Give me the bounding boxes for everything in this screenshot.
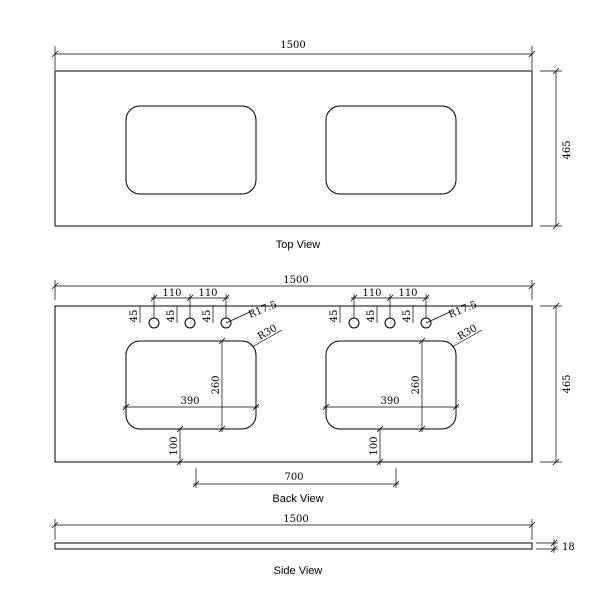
top-depth-tick-bottom xyxy=(552,222,560,230)
back-view: 1500 465 110 110 45 45 45 xyxy=(51,275,573,505)
side-width-label: 1500 xyxy=(283,514,308,525)
back-view-title: Back View xyxy=(272,493,323,505)
back-depth-tick-top xyxy=(552,302,560,310)
right-basin-height-tick-bottom xyxy=(418,425,426,433)
right-corner-radius-leader xyxy=(451,329,483,348)
side-thickness-tick-bottom xyxy=(550,545,558,553)
top-width-label: 1500 xyxy=(280,40,305,51)
left-tap-spacing-1-label: 110 xyxy=(162,288,181,299)
left-basin-width-tick-left xyxy=(122,403,130,411)
right-basin-width-tick-right xyxy=(452,403,460,411)
right-front-offset-tick-bottom xyxy=(376,458,384,466)
top-width-tick-left xyxy=(51,50,59,58)
back-width-tick-right xyxy=(528,282,536,290)
right-tap-hole-1 xyxy=(348,317,360,329)
right-front-offset-tick-top xyxy=(376,425,384,433)
right-corner-radius-label: R30 xyxy=(456,323,479,343)
left-basin-width-label: 390 xyxy=(180,396,199,407)
left-basin-height-tick-bottom xyxy=(218,425,226,433)
left-hole-radius-label: R17.5 xyxy=(247,299,279,320)
top-view-title: Top View xyxy=(276,239,320,251)
top-view: 1500 465 Top View xyxy=(51,40,573,251)
back-width-tick-left xyxy=(51,282,59,290)
left-hole-offset-label-1: 45 xyxy=(129,310,140,323)
right-tap-tick-1 xyxy=(350,294,358,302)
right-hole-radius-leader xyxy=(425,310,453,324)
top-basin-right xyxy=(325,105,457,195)
left-tap-tick-1 xyxy=(150,294,158,302)
back-depth-tick-bottom xyxy=(552,458,560,466)
right-tap-tick-2 xyxy=(386,294,394,302)
left-tap-hole-1 xyxy=(148,317,160,329)
right-hole-offset-label-3: 45 xyxy=(402,310,413,323)
left-tap-tick-2 xyxy=(186,294,194,302)
left-tap-hole-2 xyxy=(184,317,196,329)
right-hole-radius-label: R17.5 xyxy=(447,299,479,320)
side-countertop-outline xyxy=(54,542,533,550)
back-basin-group-right: 110 110 45 45 45 R17.5 R30 260 390 xyxy=(322,288,483,466)
top-basin-left xyxy=(125,105,257,195)
right-basin-width-tick-left xyxy=(322,403,330,411)
left-basin-height-label: 260 xyxy=(211,375,222,394)
basin-centers-tick-left xyxy=(192,480,200,488)
basin-centers-label: 700 xyxy=(284,472,303,483)
left-corner-radius-label: R30 xyxy=(256,323,279,343)
back-basin-right xyxy=(325,340,457,430)
left-tap-tick-3 xyxy=(222,294,230,302)
right-tap-hole-2 xyxy=(384,317,396,329)
back-depth-label: 465 xyxy=(562,374,573,393)
side-width-tick-right xyxy=(528,521,536,529)
right-tap-spacing-2-label: 110 xyxy=(398,288,417,299)
right-hole-offset-label-1: 45 xyxy=(329,310,340,323)
left-hole-offset-label-2: 45 xyxy=(166,310,177,323)
top-depth-label: 465 xyxy=(562,140,573,159)
left-tap-spacing-2-label: 110 xyxy=(198,288,217,299)
side-view: 1500 18 Side View xyxy=(51,514,575,577)
left-hole-radius-leader xyxy=(225,310,253,324)
back-basin-group-left: 110 110 45 45 45 R17.5 R30 xyxy=(122,288,283,466)
left-front-offset-tick-bottom xyxy=(176,458,184,466)
side-thickness-label: 18 xyxy=(562,542,575,553)
top-width-tick-right xyxy=(528,50,536,58)
left-corner-radius-leader xyxy=(251,329,283,348)
side-width-tick-left xyxy=(51,521,59,529)
right-front-offset-label: 100 xyxy=(369,436,380,455)
left-hole-offset-label-3: 45 xyxy=(202,310,213,323)
side-thickness-tick-top xyxy=(550,539,558,547)
left-front-offset-label: 100 xyxy=(169,436,180,455)
back-countertop-outline xyxy=(54,305,533,463)
left-front-offset-tick-top xyxy=(176,425,184,433)
left-basin-height-tick-top xyxy=(218,337,226,345)
side-view-title: Side View xyxy=(274,565,323,577)
right-hole-offset-label-2: 45 xyxy=(366,310,377,323)
right-basin-width-label: 390 xyxy=(380,396,399,407)
right-tap-spacing-1-label: 110 xyxy=(362,288,381,299)
right-basin-height-label: 260 xyxy=(411,375,422,394)
right-tap-tick-3 xyxy=(422,294,430,302)
back-basin-left xyxy=(125,340,257,430)
back-width-label: 1500 xyxy=(283,275,308,286)
right-basin-height-tick-top xyxy=(418,337,426,345)
top-countertop-outline xyxy=(54,70,533,227)
basin-centers-tick-right xyxy=(392,480,400,488)
left-basin-width-tick-right xyxy=(252,403,260,411)
top-depth-tick-top xyxy=(552,67,560,75)
